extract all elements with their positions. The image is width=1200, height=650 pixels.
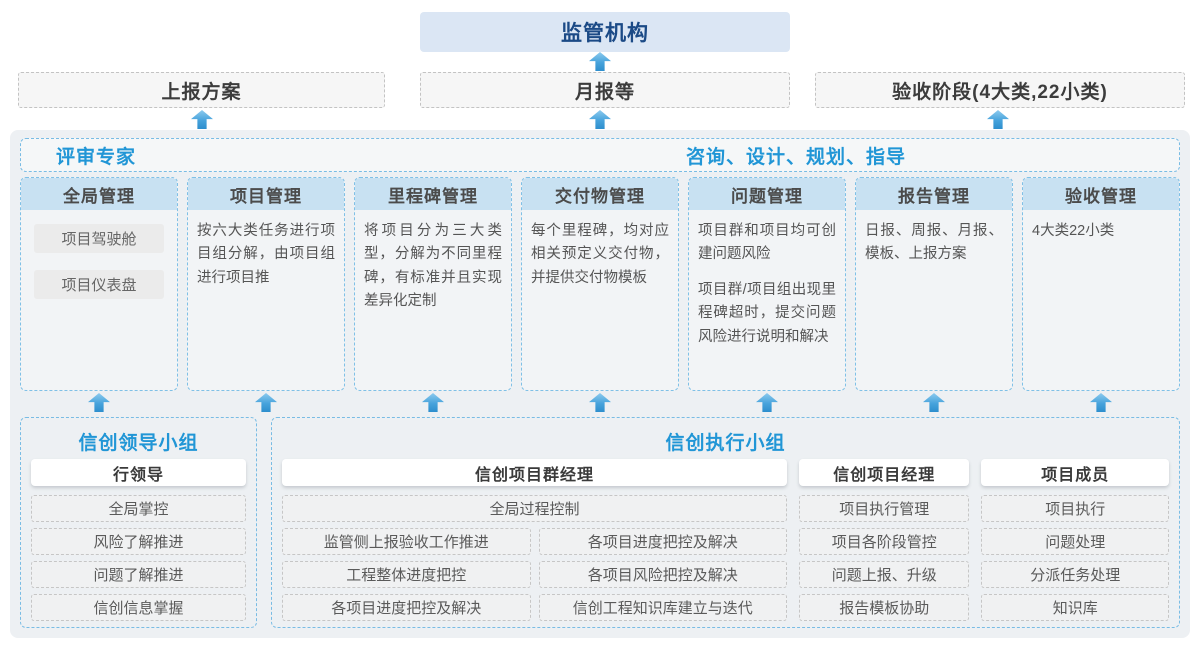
task-item: 问题了解推进: [31, 561, 246, 588]
task-item: 分派任务处理: [981, 561, 1169, 588]
column-body: 项目群和项目均可创建问题风险 项目群/项目组出现里程碑超时，提交问题风险进行说明…: [689, 210, 845, 371]
role-project-member: 项目成员: [981, 459, 1169, 486]
role-project-manager: 信创项目经理: [799, 459, 970, 486]
task-item: 项目各阶段管控: [799, 528, 970, 555]
consulting-design-label: 咨询、设计、规划、指导: [686, 146, 907, 168]
working-groups-row: 信创领导小组 行领导 全局掌控 风险了解推进 问题了解推进 信创信息掌握 信创执…: [20, 417, 1180, 628]
task-item: 各项目进度把控及解决: [538, 528, 787, 555]
column-title: 全局管理: [21, 178, 177, 210]
review-experts-label: 评审专家: [56, 146, 137, 168]
column-global-management: 全局管理 项目驾驶舱 项目仪表盘: [20, 177, 178, 391]
task-item: 工程整体进度把控: [282, 561, 531, 588]
column-paragraph: 项目群和项目均可创建问题风险: [698, 223, 836, 263]
task-item: 各项目进度把控及解决: [282, 594, 531, 621]
arrow-up-icon: [987, 110, 1009, 129]
arrow-up-icon: [422, 393, 444, 412]
column-body: 4大类22小类: [1023, 210, 1179, 265]
pill-project-cockpit: 项目驾驶舱: [34, 224, 164, 253]
column-title: 里程碑管理: [355, 178, 511, 210]
group-execution: 信创执行小组 信创项目群经理 全局过程控制 监管侧上报验收工作推进 各项目进度把…: [271, 417, 1180, 628]
column-deliverable-management: 交付物管理 每个里程碑，均对应相关预定义交付物，并提供交付物模板: [521, 177, 679, 391]
column-title: 验收管理: [1023, 178, 1179, 210]
column-report-management: 报告管理 日报、周报、月报、模板、上报方案: [855, 177, 1013, 391]
task-item: 各项目风险把控及解决: [538, 561, 787, 588]
execution-columns: 信创项目群经理 全局过程控制 监管侧上报验收工作推进 各项目进度把控及解决 工程…: [282, 459, 1169, 621]
arrow-up-icon: [1090, 393, 1112, 412]
task-item: 全局掌控: [31, 495, 246, 522]
arrow-up-icon: [191, 110, 213, 129]
advisors-bar: 评审专家 咨询、设计、规划、指导: [20, 138, 1180, 172]
output-acceptance-phase: 验收阶段(4大类,22小类): [815, 72, 1185, 108]
task-item: 报告模板协助: [799, 594, 970, 621]
task-item: 信创信息掌握: [31, 594, 246, 621]
column-body: 项目驾驶舱 项目仪表盘: [21, 210, 177, 326]
column-body: 每个里程碑，均对应相关预定义交付物，并提供交付物模板: [522, 210, 678, 312]
column-body: 将项目分为三大类型，分解为不同里程碑，有标准并且实现差异化定制: [355, 210, 511, 336]
group-title: 信创领导小组: [78, 432, 199, 454]
column-arrows-row: [20, 393, 1180, 413]
output-monthly-report: 月报等: [420, 72, 790, 108]
regulator-box: 监管机构: [420, 12, 790, 52]
group-title: 信创执行小组: [665, 432, 786, 454]
task-item: 监管侧上报验收工作推进: [282, 528, 531, 555]
task-item: 问题处理: [981, 528, 1169, 555]
task-item: 知识库: [981, 594, 1169, 621]
column-paragraph: 将项目分为三大类型，分解为不同里程碑，有标准并且实现差异化定制: [364, 223, 502, 310]
pill-project-dashboard: 项目仪表盘: [34, 270, 164, 299]
task-item: 项目执行: [981, 495, 1169, 522]
column-project-management: 项目管理 按六大类任务进行项目组分解，由项目组进行项目推: [187, 177, 345, 391]
column-title: 问题管理: [689, 178, 845, 210]
arrow-up-icon: [589, 393, 611, 412]
column-paragraph: 4大类22小类: [1032, 223, 1115, 239]
project-manager-column: 信创项目经理 项目执行管理 项目各阶段管控 问题上报、升级 报告模板协助: [799, 459, 970, 621]
arrow-up-icon: [255, 393, 277, 412]
column-paragraph: 每个里程碑，均对应相关预定义交付物，并提供交付物模板: [531, 223, 669, 286]
arrow-up-icon: [589, 110, 611, 129]
column-body: 日报、周报、月报、模板、上报方案: [856, 210, 1012, 289]
platform-container: 评审专家 咨询、设计、规划、指导 全局管理 项目驾驶舱 项目仪表盘 项目管理 按…: [10, 130, 1190, 638]
program-manager-column: 信创项目群经理 全局过程控制 监管侧上报验收工作推进 各项目进度把控及解决 工程…: [282, 459, 787, 621]
column-issue-management: 问题管理 项目群和项目均可创建问题风险 项目群/项目组出现里程碑超时，提交问题风…: [688, 177, 846, 391]
arrow-up-icon: [756, 393, 778, 412]
column-title: 交付物管理: [522, 178, 678, 210]
task-item: 信创工程知识库建立与迭代: [538, 594, 787, 621]
column-paragraph: 项目群/项目组出现里程碑超时，提交问题风险进行说明和解决: [698, 281, 836, 345]
role-program-manager: 信创项目群经理: [282, 459, 787, 486]
column-milestone-management: 里程碑管理 将项目分为三大类型，分解为不同里程碑，有标准并且实现差异化定制: [354, 177, 512, 391]
column-paragraph: 日报、周报、月报、模板、上报方案: [865, 223, 1003, 263]
column-body: 按六大类任务进行项目组分解，由项目组进行项目推: [188, 210, 344, 312]
program-manager-task-grid: 监管侧上报验收工作推进 各项目进度把控及解决 工程整体进度把控 各项目风险把控及…: [282, 528, 787, 621]
task-item: 全局过程控制: [282, 495, 787, 522]
output-report-plan: 上报方案: [18, 72, 385, 108]
arrow-up-icon: [589, 52, 611, 71]
arrow-up-icon: [923, 393, 945, 412]
column-acceptance-management: 验收管理 4大类22小类: [1022, 177, 1180, 391]
column-title: 报告管理: [856, 178, 1012, 210]
project-member-column: 项目成员 项目执行 问题处理 分派任务处理 知识库: [981, 459, 1169, 621]
role-bank-leaders: 行领导: [31, 459, 246, 486]
task-item: 项目执行管理: [799, 495, 970, 522]
arrow-up-icon: [88, 393, 110, 412]
task-item: 风险了解推进: [31, 528, 246, 555]
management-columns: 全局管理 项目驾驶舱 项目仪表盘 项目管理 按六大类任务进行项目组分解，由项目组…: [20, 177, 1180, 391]
group-leadership: 信创领导小组 行领导 全局掌控 风险了解推进 问题了解推进 信创信息掌握: [20, 417, 257, 628]
column-title: 项目管理: [188, 178, 344, 210]
task-item: 问题上报、升级: [799, 561, 970, 588]
column-paragraph: 按六大类任务进行项目组分解，由项目组进行项目推: [197, 223, 335, 286]
